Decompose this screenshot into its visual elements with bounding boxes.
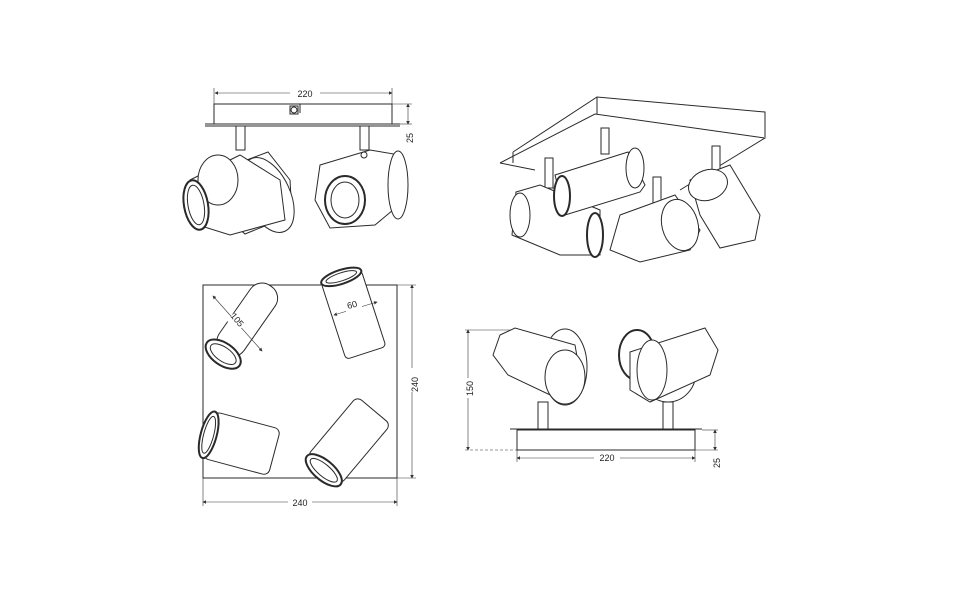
isometric-view-top-right [499,96,767,263]
dim-width-240: 240 [292,498,307,508]
dim-width-220-front: 220 [599,453,614,463]
side-view-top-left: 220 25 [182,87,415,236]
dim-plate-height-25: 25 [712,458,722,468]
dim-cylinder-60: 60 [346,299,358,311]
dim-total-height-150: 150 [465,381,475,396]
dim-height-25: 25 [405,133,415,143]
dim-height-240: 240 [410,377,420,392]
dim-width-220: 220 [297,89,312,99]
plan-view-bottom-left: 240 240 105 60 [197,266,420,508]
front-view-bottom-right: 150 220 25 [462,327,722,468]
